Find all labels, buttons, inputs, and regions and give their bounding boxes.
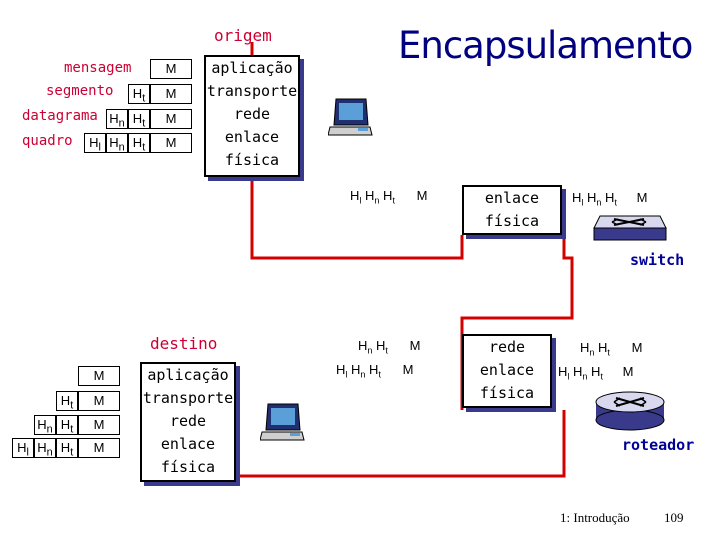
origin-protocol-stack: aplicação transporte rede enlace física	[204, 55, 300, 177]
computer-icon-destination	[260, 403, 305, 441]
origin-layer-link: enlace	[224, 128, 280, 146]
destination-frame-hn: Hn	[34, 438, 56, 459]
switch-right-frame: Hl Hn Ht M	[572, 190, 648, 208]
destination-frame-m: M	[78, 438, 120, 458]
destination-layer-transport: transporte	[142, 389, 234, 407]
destination-layer-network: rede	[169, 412, 207, 430]
router-right-datagram: Hn Ht M	[580, 340, 643, 358]
origin-segment-ht: Ht	[128, 84, 150, 105]
switch-left-frame: Hl Hn Ht M	[350, 188, 428, 206]
destination-datagram-ht: Ht	[56, 415, 78, 436]
switch-label: switch	[630, 251, 685, 269]
destination-datagram-m: M	[78, 415, 120, 435]
switch-protocol-stack: enlace física	[462, 185, 562, 235]
destination-segment-ht: Ht	[56, 391, 78, 412]
router-label: roteador	[622, 436, 695, 454]
destination-layer-application: aplicação	[147, 366, 229, 384]
router-icon	[595, 391, 665, 431]
origin-datagram-m: M	[150, 109, 192, 129]
row-label-frame: quadro	[22, 133, 73, 149]
switch-layer-link: enlace	[484, 189, 540, 207]
destination-layer-physical: física	[160, 458, 216, 476]
switch-layer-physical: física	[484, 212, 540, 230]
destination-protocol-stack: aplicação transporte rede enlace física	[140, 362, 236, 482]
row-label-segment: segmento	[46, 83, 114, 99]
router-layer-link: enlace	[479, 361, 535, 379]
origin-datagram-hn: Hn	[106, 109, 128, 130]
router-layer-physical: física	[479, 384, 535, 402]
switch-icon	[593, 215, 667, 241]
origin-message-cell: M	[150, 59, 192, 79]
origin-label: origem	[214, 26, 272, 45]
destination-frame-ht: Ht	[56, 438, 78, 459]
destination-message-cell: M	[78, 366, 120, 386]
path-switch-to-router	[460, 235, 574, 410]
page-title: Encapsulamento	[398, 24, 693, 67]
origin-layer-transport: transporte	[206, 82, 298, 100]
router-protocol-stack: rede enlace física	[462, 334, 552, 408]
destination-label: destino	[150, 334, 218, 353]
origin-frame-hn: Hn	[106, 133, 128, 154]
origin-datagram-ht: Ht	[128, 109, 150, 130]
origin-segment-m: M	[150, 84, 192, 104]
router-layer-network: rede	[488, 338, 526, 356]
footer-page-number: 109	[664, 510, 684, 525]
row-label-datagram: datagrama	[22, 108, 98, 124]
computer-icon-origin	[328, 98, 373, 136]
router-left-frame: Hl Hn Ht M	[336, 362, 414, 380]
router-right-frame: Hl Hn Ht M	[558, 364, 634, 382]
origin-layer-application: aplicação	[211, 59, 293, 77]
destination-frame-hl: Hl	[12, 438, 34, 459]
origin-frame-hl: Hl	[84, 133, 106, 154]
destination-datagram-hn: Hn	[34, 415, 56, 436]
destination-layer-link: enlace	[160, 435, 216, 453]
origin-layer-network: rede	[233, 105, 271, 123]
origin-frame-ht: Ht	[128, 133, 150, 154]
row-label-message: mensagem	[64, 60, 132, 76]
footer-section: 1: Introdução	[560, 510, 630, 525]
router-left-datagram: Hn Ht M	[358, 338, 421, 356]
origin-layer-physical: física	[224, 151, 280, 169]
path-router-to-destination	[188, 410, 566, 478]
origin-frame-m: M	[150, 133, 192, 153]
destination-segment-m: M	[78, 391, 120, 411]
